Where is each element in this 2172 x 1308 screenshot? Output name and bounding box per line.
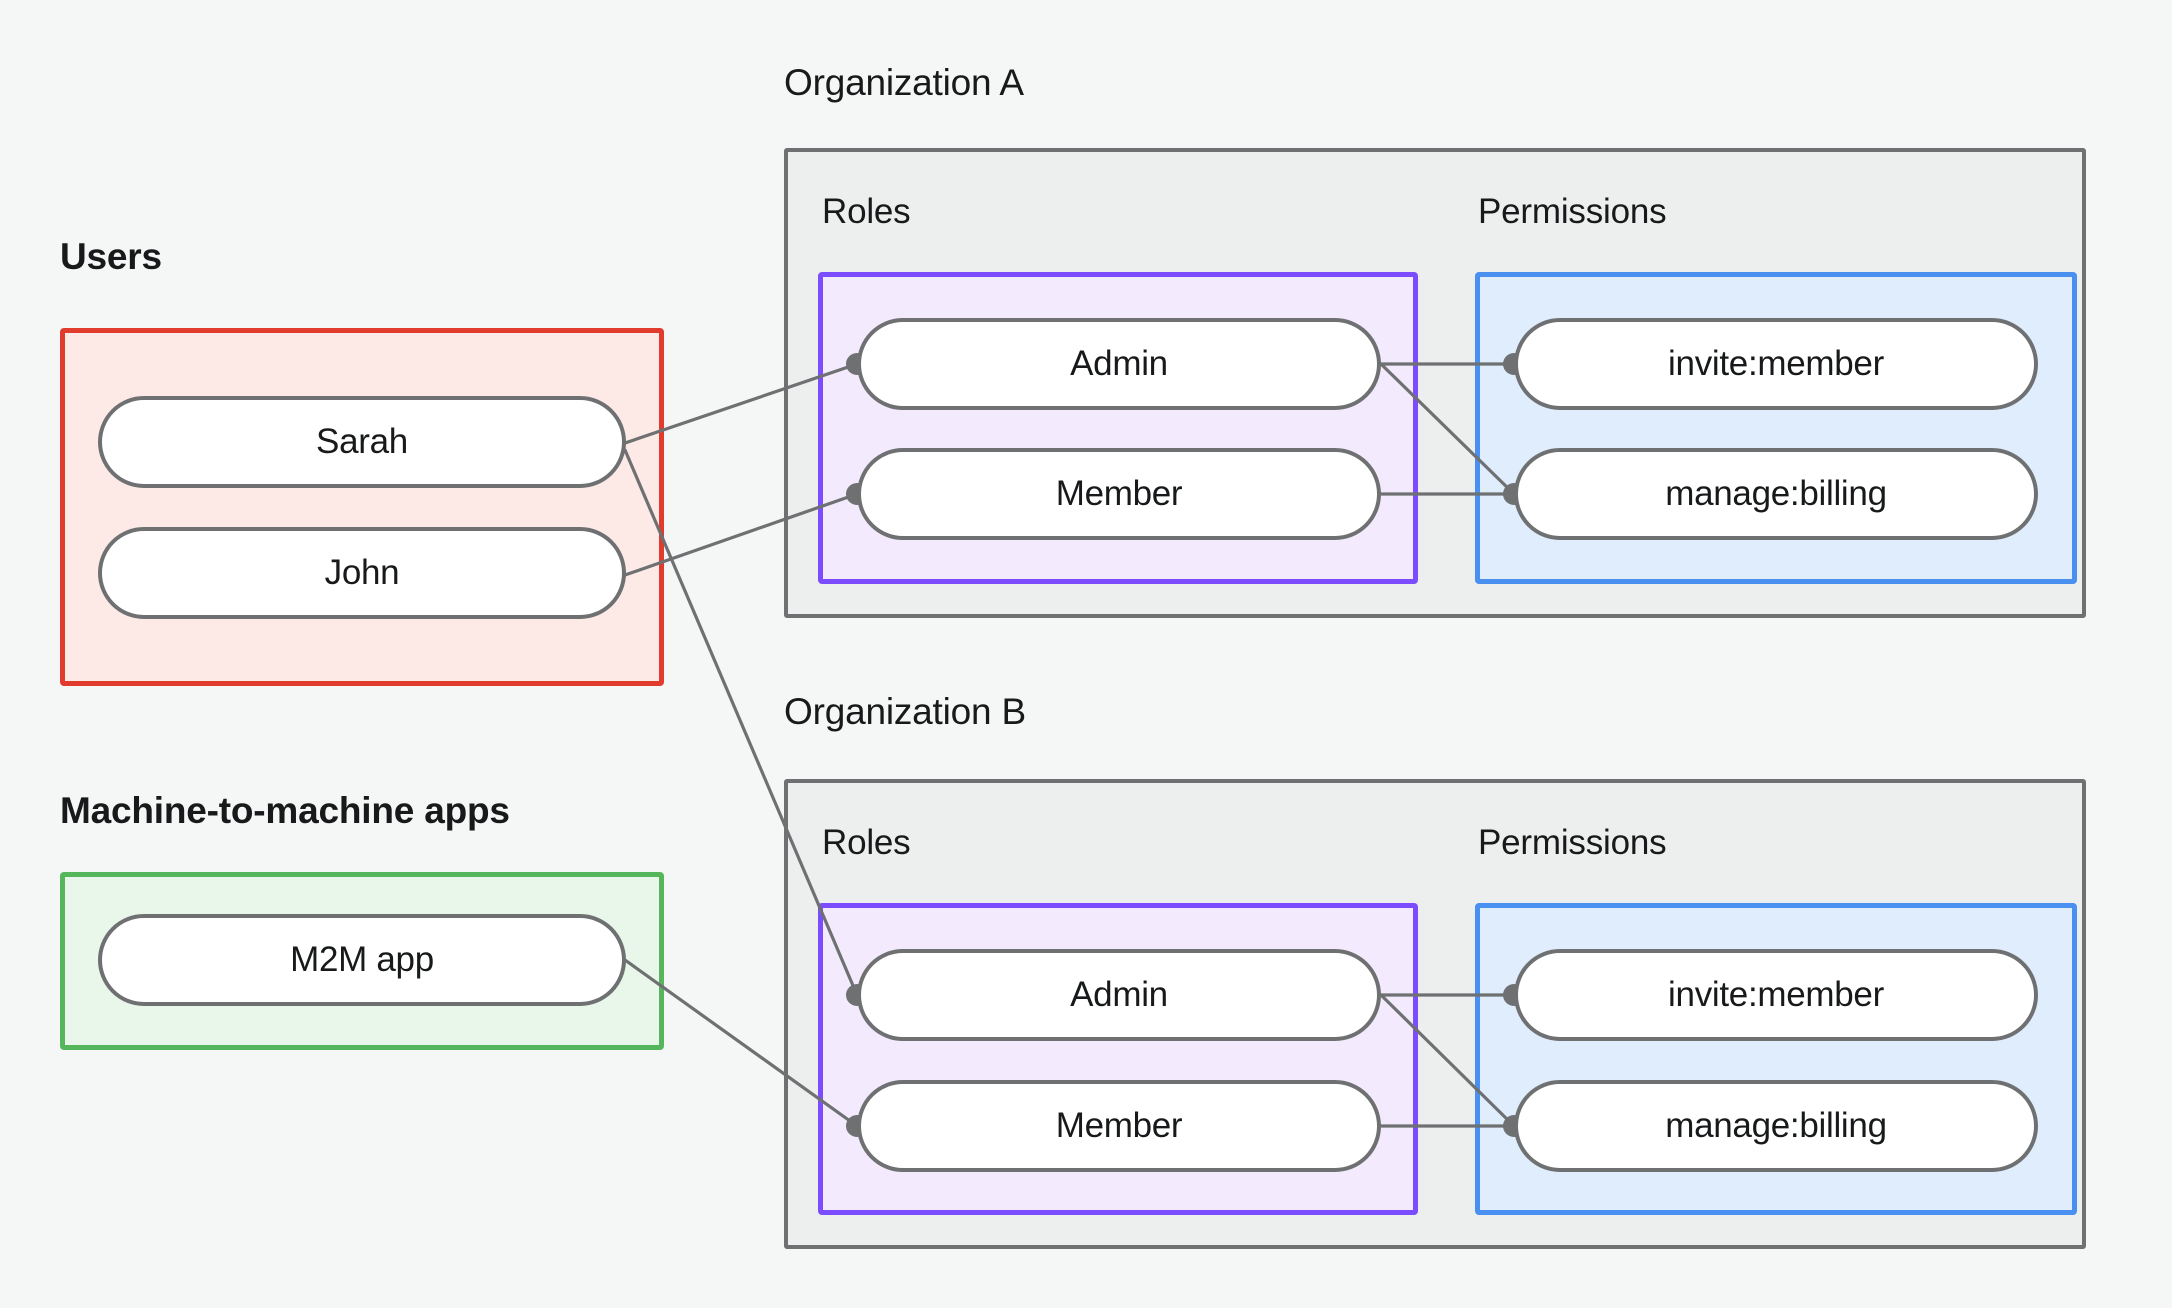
org-b-permission-invite-member[interactable]: invite:member (1514, 949, 2038, 1041)
org-a-permission-invite-member[interactable]: invite:member (1514, 318, 2038, 410)
users-group-title: Users (60, 236, 162, 277)
org-b-roles-title: Roles (822, 823, 911, 862)
org-a-role-admin[interactable]: Admin (857, 318, 1381, 410)
org-a-permission-manage-billing[interactable]: manage:billing (1514, 448, 2038, 540)
org-b-role-member[interactable]: Member (857, 1080, 1381, 1172)
org-a-permissions-title: Permissions (1478, 192, 1667, 231)
m2m-node-app[interactable]: M2M app (98, 914, 626, 1006)
users-group-box (60, 328, 664, 686)
user-node-sarah[interactable]: Sarah (98, 396, 626, 488)
org-a-roles-title: Roles (822, 192, 911, 231)
org-b-title: Organization B (784, 691, 1026, 732)
org-a-title: Organization A (784, 62, 1024, 103)
org-b-permissions-title: Permissions (1478, 823, 1667, 862)
user-node-john[interactable]: John (98, 527, 626, 619)
org-b-permission-manage-billing[interactable]: manage:billing (1514, 1080, 2038, 1172)
m2m-group-title: Machine-to-machine apps (60, 790, 510, 831)
org-b-role-admin[interactable]: Admin (857, 949, 1381, 1041)
org-a-role-member[interactable]: Member (857, 448, 1381, 540)
